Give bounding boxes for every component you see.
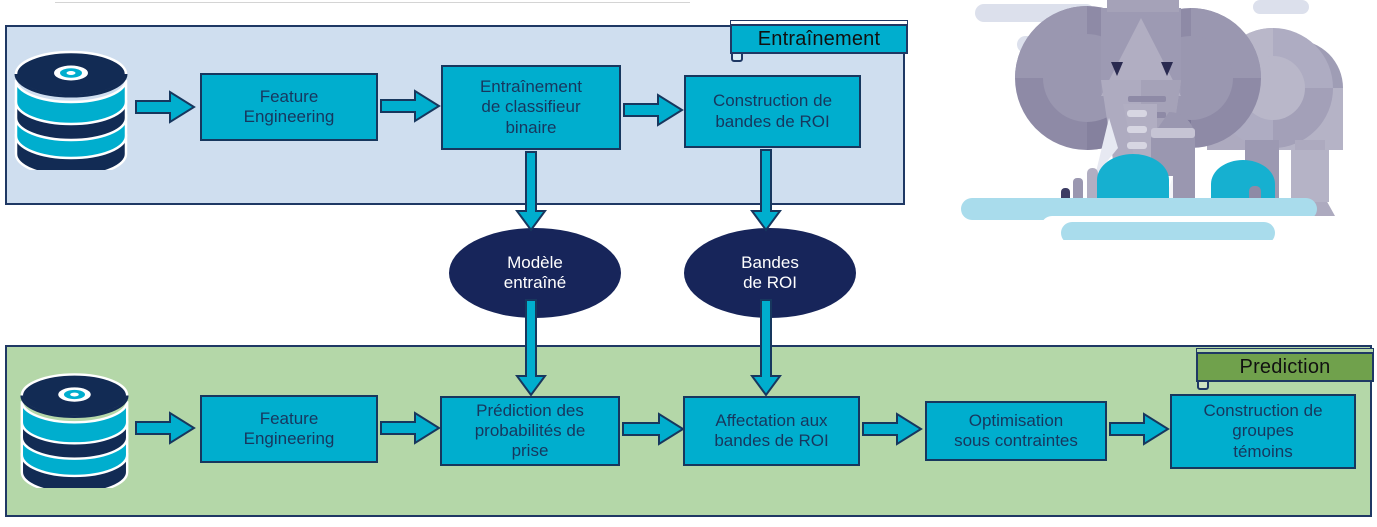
prediction-step-feature-engineering-text: Feature Engineering	[243, 408, 335, 448]
prediction-step-constrained-optimization[interactable]: Optimisation sous contraintes	[925, 401, 1107, 461]
training-step-feature-engineering-text: Feature Engineering	[243, 86, 335, 126]
artifact-trained-model[interactable]: Modèle entraîné	[449, 228, 621, 318]
prediction-ribbon-body: Prediction	[1196, 352, 1374, 382]
prediction-step-assign-roi-bands[interactable]: Affectation aux bandes de ROI	[683, 396, 860, 466]
elephant-illustration	[961, 0, 1343, 240]
training-ribbon-body: Entraînement	[730, 24, 908, 54]
prediction-step-assign-roi-bands-text: Affectation aux bandes de ROI	[714, 410, 829, 450]
prediction-step-constrained-optimization-text: Optimisation sous contraintes	[954, 410, 1078, 450]
prediction-ribbon-top-edge	[1196, 348, 1374, 352]
training-step-binary-classifier-training[interactable]: Entraînement de classifieur binaire	[441, 65, 621, 150]
artifact-roi-bands-text: Bandes de ROI	[741, 252, 799, 292]
top-hairline-divider	[55, 2, 690, 3]
training-step-feature-engineering[interactable]: Feature Engineering	[200, 73, 378, 141]
database-cylinder-icon-training	[14, 50, 128, 170]
elephant-head	[1015, 0, 1261, 214]
prediction-ribbon-label: Prediction	[1239, 355, 1331, 378]
prediction-step-control-groups[interactable]: Construction de groupes témoins	[1170, 394, 1356, 469]
training-step-build-roi-bands[interactable]: Construction de bandes de ROI	[684, 75, 861, 148]
prediction-ribbon: Prediction	[1196, 348, 1374, 382]
training-ribbon: Entraînement	[730, 20, 908, 54]
training-step-binary-classifier-training-text: Entraînement de classifieur binaire	[479, 77, 583, 137]
artifact-trained-model-text: Modèle entraîné	[503, 252, 567, 292]
training-ribbon-label: Entraînement	[757, 27, 881, 50]
prediction-step-control-groups-text: Construction de groupes témoins	[1203, 401, 1323, 461]
artifact-roi-bands[interactable]: Bandes de ROI	[684, 228, 856, 318]
training-ribbon-top-edge	[730, 20, 908, 24]
prediction-step-take-probability[interactable]: Prédiction des probabilités de prise	[440, 396, 620, 466]
database-cylinder-icon-prediction	[20, 373, 129, 488]
training-step-build-roi-bands-text: Construction de bandes de ROI	[712, 91, 833, 131]
prediction-step-feature-engineering[interactable]: Feature Engineering	[200, 395, 378, 463]
prediction-step-take-probability-text: Prédiction des probabilités de prise	[474, 400, 586, 461]
water-bands	[961, 198, 1331, 240]
